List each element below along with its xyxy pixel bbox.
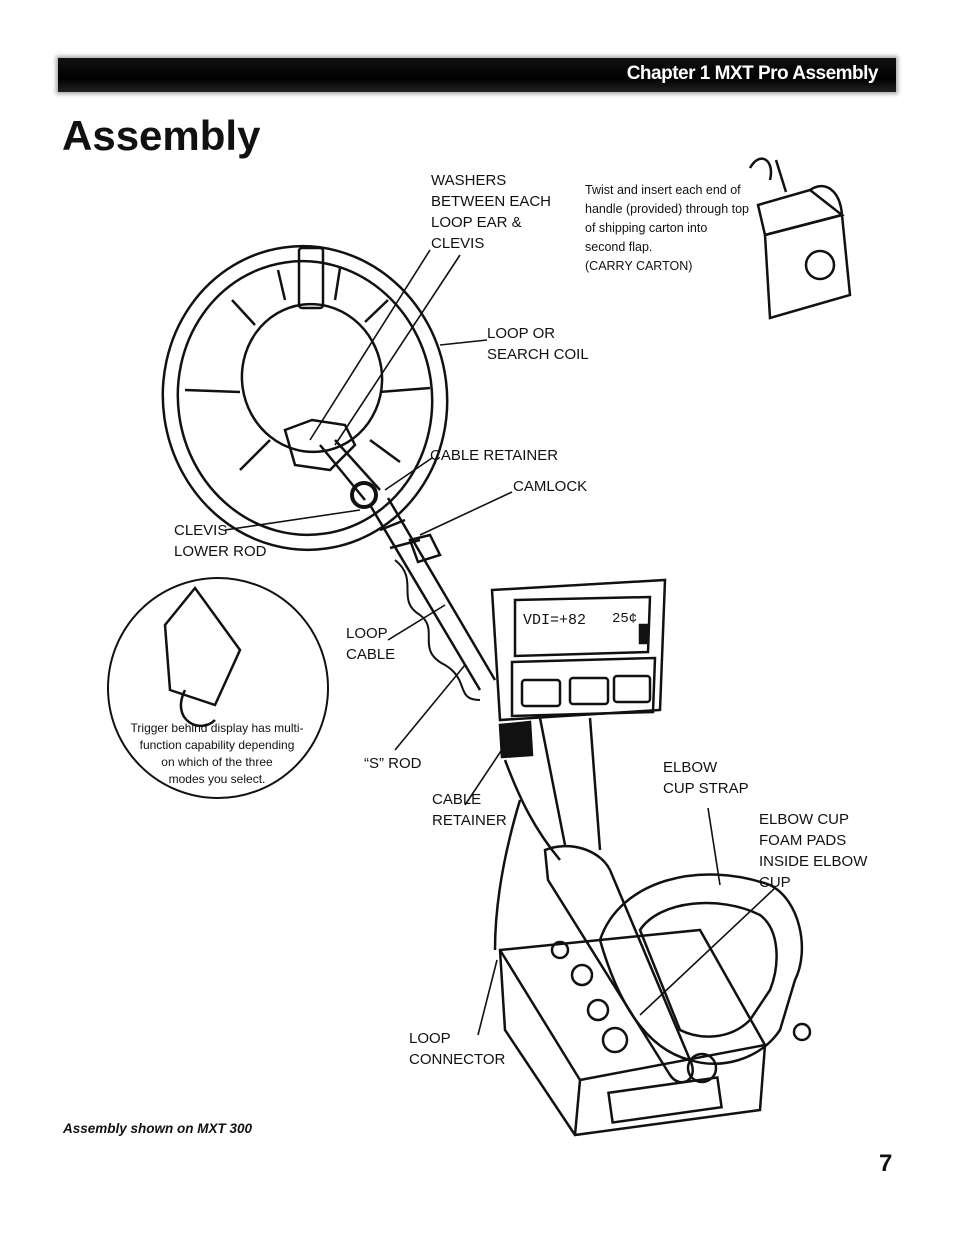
elbow-cup-foam-pads-label: ELBOW CUP FOAM PADS INSIDE ELBOW CUP <box>759 811 868 891</box>
display-vdi-readout: VDI=+82 <box>523 612 586 629</box>
display-coin-readout: 25¢ <box>612 611 637 627</box>
battery-housing <box>498 928 767 1137</box>
clevis-and-rods <box>283 418 497 701</box>
page-title: Assembly <box>62 112 261 159</box>
elbow-cup-strap-label: ELBOW CUP STRAP <box>663 759 749 797</box>
page-number: 7 <box>879 1150 893 1177</box>
loop-cable-label: LOOP CABLE <box>346 625 396 663</box>
camlock-label: CAMLOCK <box>513 478 588 495</box>
loop-connector-label: LOOP CONNECTOR <box>409 1030 506 1068</box>
carton-note: Twist and insert each end of handle (pro… <box>585 183 750 273</box>
loop-search-coil-label: LOOP OR SEARCH COIL <box>487 325 589 363</box>
washers-label: WASHERS BETWEEN EACH LOOP EAR & CLEVIS <box>431 172 552 252</box>
handle-and-shaft <box>493 717 694 1084</box>
chapter-title: Chapter 1 MXT Pro Assembly <box>626 63 879 84</box>
cable-retainer-top-label: CABLE RETAINER <box>430 447 559 464</box>
trigger-detail <box>107 577 329 799</box>
elbow-cup <box>598 873 812 1084</box>
cable-retainer-bottom-label: CABLE RETAINER <box>432 791 507 829</box>
trigger-note: Trigger behind display has multi- functi… <box>130 721 304 786</box>
shipping-carton <box>748 157 852 320</box>
leader-lines <box>224 249 776 1036</box>
search-coil <box>161 244 449 552</box>
figure-caption: Assembly shown on MXT 300 <box>63 1121 253 1136</box>
s-rod-label: “S” ROD <box>364 755 422 772</box>
chapter-header-bar: Chapter 1 MXT Pro Assembly <box>58 58 896 92</box>
clevis-lower-rod-label: CLEVIS LOWER ROD <box>174 522 267 560</box>
control-box <box>490 578 667 722</box>
